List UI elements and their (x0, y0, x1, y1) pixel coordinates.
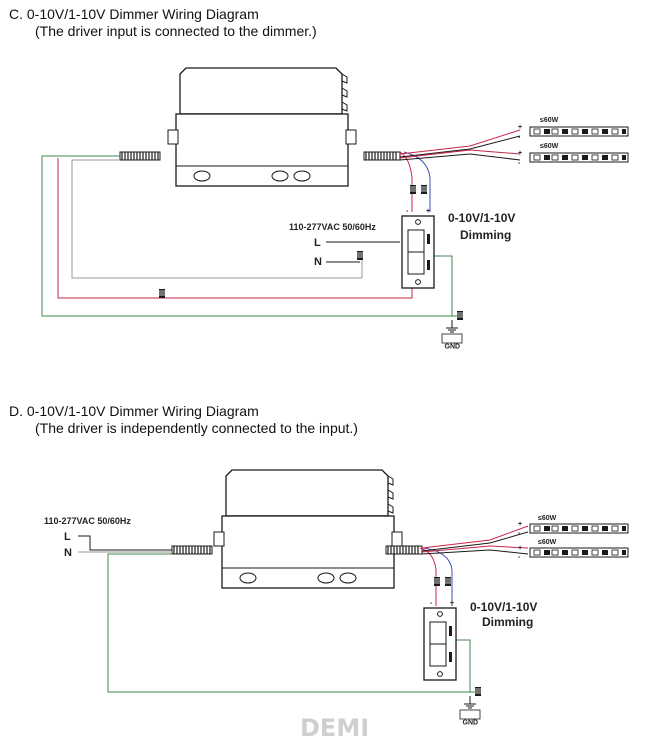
diagram-c: ≤60W ≤60W + - + - - + 110-277VAC 50/60Hz… (41, 67, 629, 351)
dim-plus-wire-d (419, 547, 437, 606)
dim-nut-1-c (409, 184, 417, 195)
dim-plus-wire-c (399, 151, 413, 212)
input-voltage-label-d: 110-277VAC 50/60Hz (44, 516, 131, 526)
strip1-minus-wire-c (399, 135, 521, 158)
dimmer-minus-c: - (406, 208, 409, 215)
input-cable-c (119, 151, 161, 161)
strip-1-plus-d: + (518, 521, 522, 528)
dim-nut-2-c (420, 184, 428, 195)
strip2-minus-wire-c (399, 153, 521, 161)
diagram-d-title: D. 0-10V/1-10V Dimmer Wiring Diagram (9, 403, 259, 419)
dimmer-plus-d: + (450, 600, 454, 607)
diagram-c-title: C. 0-10V/1-10V Dimmer Wiring Diagram (9, 6, 259, 22)
strip-1-minus-c: - (518, 134, 521, 141)
strip-1-minus-d: - (518, 530, 521, 537)
dimming-label-1-d: 0-10V/1-10V (470, 600, 537, 614)
strip2-plus-wire-d (421, 545, 529, 553)
watermark: DEMI (300, 714, 369, 739)
neutral-label-c: N (314, 256, 322, 268)
line-label-c: L (314, 237, 321, 249)
led-strip-1-d (529, 523, 629, 534)
input-voltage-label-c: 110-277VAC 50/60Hz (289, 222, 376, 232)
dim-nut-1-d (433, 576, 441, 587)
dimmer-ground-wire-c (434, 255, 453, 316)
strip2-plus-wire-c (399, 149, 521, 159)
dimming-label-2-d: Dimming (482, 615, 533, 629)
output-cable-c (363, 151, 401, 161)
strip1-plus-wire-d (421, 525, 529, 549)
dimming-label-2-c: Dimming (460, 228, 511, 242)
strip-1-power-d: ≤60W (538, 515, 557, 522)
wire-nut-n-c (356, 250, 364, 261)
gnd-nut-d (474, 686, 482, 697)
strip-2-plus-c: + (518, 150, 522, 157)
gnd-nut-c (456, 310, 464, 321)
live-wire-c (57, 158, 413, 299)
strip2-minus-wire-d (421, 549, 529, 555)
strip-2-power-d: ≤60W (538, 539, 557, 546)
strip-2-minus-d: - (518, 554, 521, 561)
strip-2-minus-c: - (518, 160, 521, 167)
dim-nut-2-d (444, 576, 452, 587)
strip-1-power-c: ≤60W (540, 117, 559, 124)
line-wire-d (78, 535, 172, 551)
led-strip-2-c (529, 152, 629, 163)
dimmer-switch-d (423, 607, 457, 681)
ground-symbol-d (459, 695, 481, 720)
neutral-label-d: N (64, 547, 72, 559)
driver-box-c (167, 67, 357, 187)
gnd-label-c: GND (445, 344, 461, 351)
dimmer-switch-c (401, 215, 435, 289)
led-strip-1-c (529, 126, 629, 137)
strip1-minus-wire-d (421, 531, 529, 552)
dim-minus-wire-d (423, 547, 453, 606)
gnd-label-d: GND (463, 720, 479, 727)
line-label-d: L (64, 531, 71, 543)
dimming-label-1-c: 0-10V/1-10V (448, 211, 515, 225)
driver-box-d (213, 469, 403, 589)
input-cable-d (171, 545, 213, 555)
output-cable-d (385, 545, 423, 555)
dimmer-ground-wire-d (456, 639, 471, 692)
ground-symbol-c (441, 319, 463, 344)
ground-wire-d (107, 553, 478, 693)
dimmer-minus-d: - (430, 600, 433, 607)
strip1-plus-wire-c (399, 129, 521, 155)
neutral-wire-c (71, 159, 363, 279)
ground-wire-c (41, 155, 460, 317)
strip-1-plus-c: + (518, 124, 522, 131)
strip-2-power-c: ≤60W (540, 143, 559, 150)
diagram-c-subtitle: (The driver input is connected to the di… (35, 23, 317, 39)
wire-nut-c (158, 288, 166, 299)
diagram-d-subtitle: (The driver is independently connected t… (35, 420, 358, 436)
strip-2-plus-d: + (518, 545, 522, 552)
led-strip-2-d (529, 547, 629, 558)
dimmer-plus-c: + (426, 208, 430, 215)
diagram-d: ≤60W ≤60W + - + - - + 110-277VAC 50/60Hz… (44, 469, 629, 727)
